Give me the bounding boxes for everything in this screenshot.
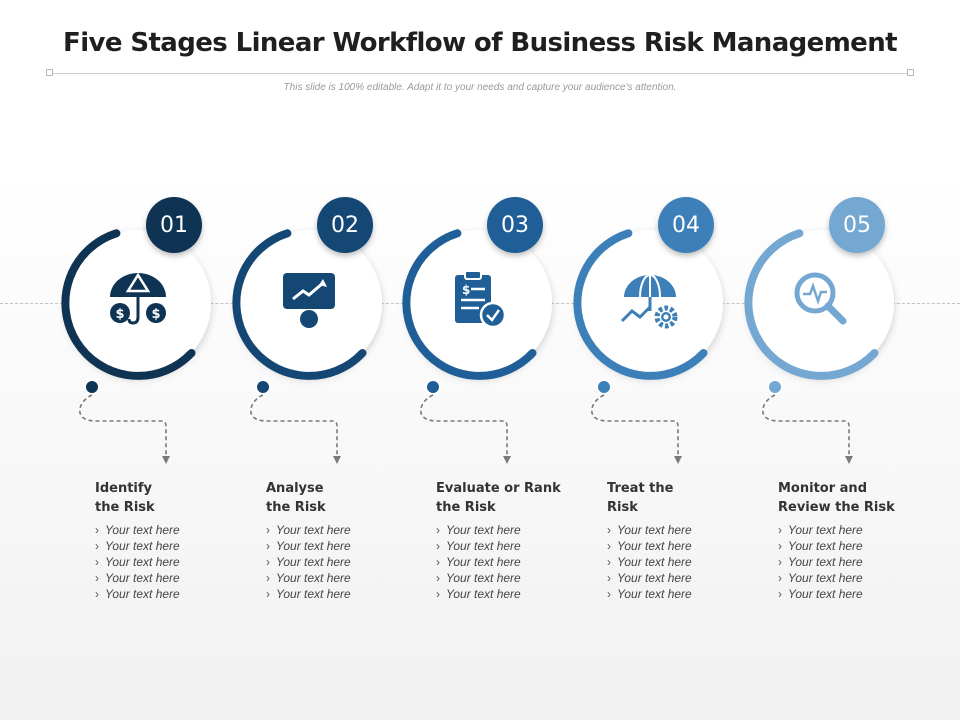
stage-number-badge: 02 xyxy=(317,197,373,253)
bullet-item: Your text here xyxy=(95,586,180,602)
stage-number-badge: 05 xyxy=(829,197,885,253)
stage-number-badge: 01 xyxy=(146,197,202,253)
stage-title: Analyse the Risk xyxy=(266,479,406,517)
bullet-item: Your text here xyxy=(266,522,351,538)
stage-ring xyxy=(744,229,894,464)
bullet-item: Your text here xyxy=(778,570,863,586)
divider-end-left xyxy=(46,69,53,76)
page-subtitle: This slide is 100% editable. Adapt it to… xyxy=(283,82,677,93)
stage-bullet-list: Your text hereYour text hereYour text he… xyxy=(607,522,692,602)
stage-title-line-2: Risk xyxy=(607,500,638,515)
stage-title-line-1: Analyse xyxy=(266,481,324,496)
bullet-item: Your text here xyxy=(607,570,692,586)
bullet-item: Your text here xyxy=(95,538,180,554)
bullet-item: Your text here xyxy=(266,538,351,554)
chart-presentation-icon xyxy=(283,273,335,328)
divider-end-right xyxy=(907,69,914,76)
stage-bullet-list: Your text hereYour text hereYour text he… xyxy=(266,522,351,602)
stage-title-line-2: the Risk xyxy=(95,500,155,515)
stage-title-line-1: Monitor and xyxy=(778,481,867,496)
stage-title: Identify the Risk xyxy=(95,479,235,517)
clipboard-check-icon: $ xyxy=(455,270,507,329)
stage-ring xyxy=(573,229,723,464)
bullet-item: Your text here xyxy=(607,538,692,554)
bullet-item: Your text here xyxy=(95,522,180,538)
stage-title-line-2: Review the Risk xyxy=(778,500,895,515)
stage-title-line-2: the Risk xyxy=(266,500,326,515)
bullet-item: Your text here xyxy=(607,554,692,570)
bullet-item: Your text here xyxy=(95,570,180,586)
stage-bullet-list: Your text hereYour text hereYour text he… xyxy=(778,522,863,602)
stage-bullet-list: Your text hereYour text hereYour text he… xyxy=(95,522,180,602)
bullet-item: Your text here xyxy=(95,554,180,570)
bullet-item: Your text here xyxy=(778,538,863,554)
stage-title-line-1: Treat the xyxy=(607,481,674,496)
bullet-item: Your text here xyxy=(266,586,351,602)
svg-text:$: $ xyxy=(462,283,470,297)
page-title: Five Stages Linear Workflow of Business … xyxy=(63,28,898,58)
stage-ring xyxy=(232,229,382,464)
bullet-item: Your text here xyxy=(436,586,521,602)
bullet-item: Your text here xyxy=(607,522,692,538)
bullet-item: Your text here xyxy=(266,570,351,586)
stage-bullet-list: Your text hereYour text hereYour text he… xyxy=(436,522,521,602)
stage-title-line-1: Evaluate or Rank xyxy=(436,481,561,496)
umbrella-dollar-icon: $ $ xyxy=(110,272,166,325)
stage-title: Evaluate or Rank the Risk xyxy=(436,479,576,517)
stage-ring xyxy=(61,229,211,464)
bullet-item: Your text here xyxy=(436,522,521,538)
bullet-item: Your text here xyxy=(778,586,863,602)
title-divider xyxy=(50,73,910,74)
bullet-item: Your text here xyxy=(778,522,863,538)
stage-number-badge: 03 xyxy=(487,197,543,253)
svg-text:$: $ xyxy=(151,307,160,322)
svg-text:$: $ xyxy=(115,307,124,322)
stage-ring xyxy=(402,229,552,464)
bullet-item: Your text here xyxy=(436,554,521,570)
stage-4: 04 Treat theRiskYour text hereYour text … xyxy=(573,195,747,615)
bullet-item: Your text here xyxy=(436,570,521,586)
stage-title-line-1: Identify xyxy=(95,481,153,496)
magnifier-pulse-icon xyxy=(794,272,847,325)
umbrella-gear-icon xyxy=(620,274,678,329)
stage-title-line-2: the Risk xyxy=(436,500,496,515)
bullet-item: Your text here xyxy=(778,554,863,570)
stage-3: 03 $ Evaluate or Rank the RiskYour text h… xyxy=(402,195,576,615)
bullet-item: Your text here xyxy=(607,586,692,602)
stage-number-badge: 04 xyxy=(658,197,714,253)
bullet-item: Your text here xyxy=(266,554,351,570)
bullet-item: Your text here xyxy=(436,538,521,554)
